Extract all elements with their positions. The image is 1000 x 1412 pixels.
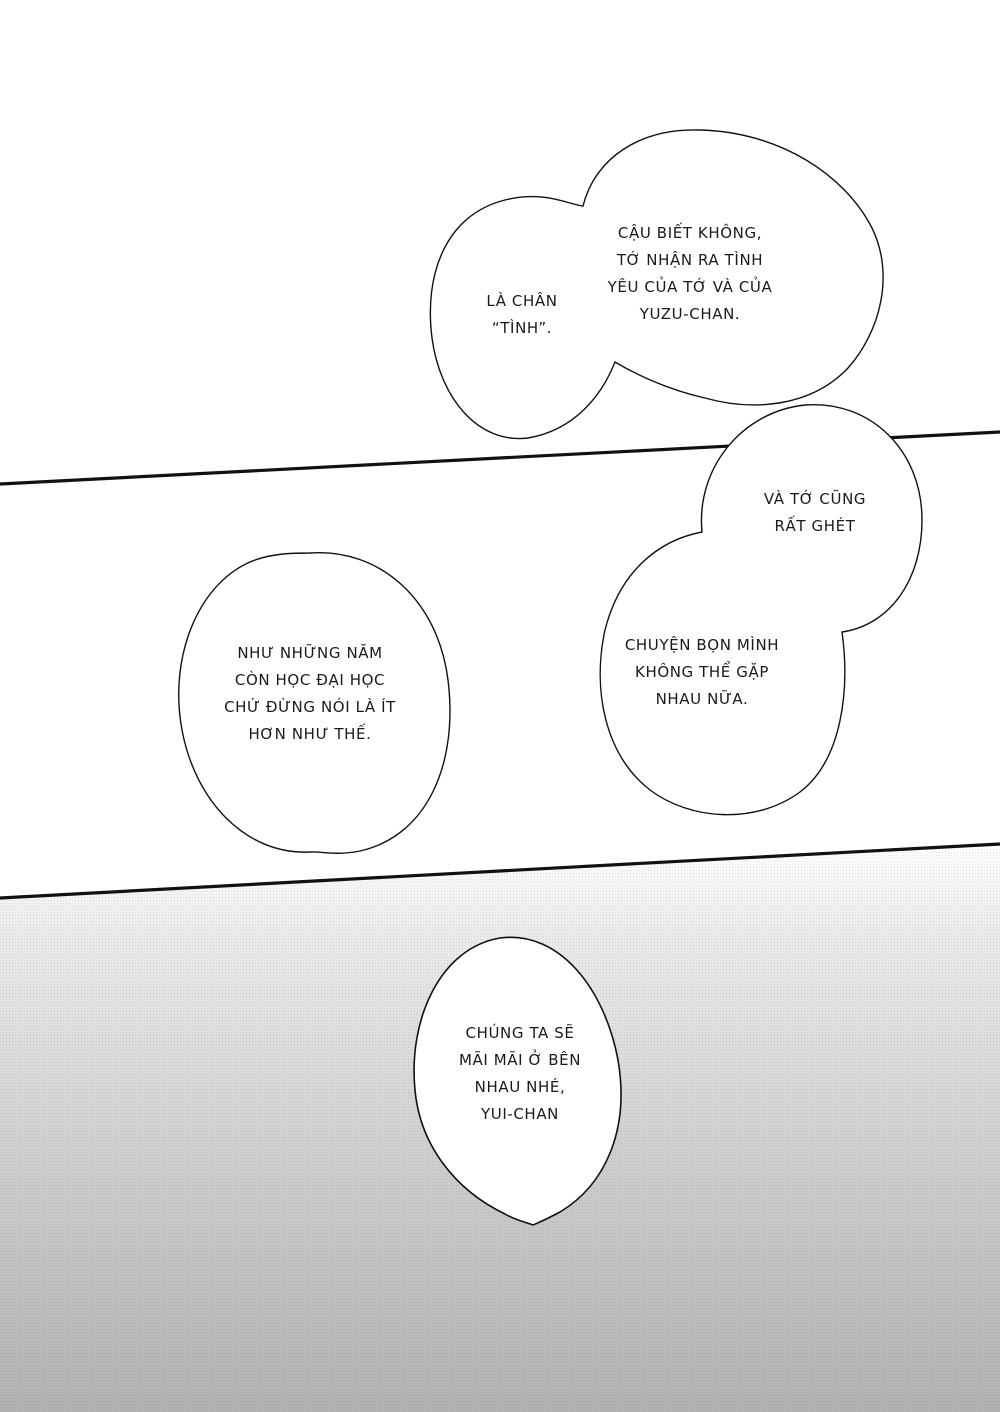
bubble-line: tớ nhận ra tình: [616, 251, 764, 269]
bubble-line: “Tình”.: [491, 319, 553, 337]
bubble-1-outline: [429, 129, 884, 440]
speech-bubble-1b: Cậu biết không, tớ nhận ra tình yêu của …: [600, 220, 780, 328]
bubble-line: Và tớ cũng: [763, 490, 867, 508]
bubble-line: Yuzu-chan.: [639, 305, 741, 323]
bubble-line: yêu của tớ và của: [607, 278, 773, 296]
speech-bubble-2c: Chuyện bọn mình không thể gặp nhau nữa.: [612, 632, 792, 713]
bubble-line: Như những năm: [237, 644, 383, 662]
bubble-2bc-outline: [599, 404, 923, 816]
bubble-line: Chuyện bọn mình: [624, 636, 780, 654]
bubble-line: mãi mãi ở bên: [458, 1051, 582, 1069]
bubble-line: Yui-chan: [480, 1105, 559, 1123]
bubble-line: Cậu biết không,: [617, 224, 763, 242]
bubble-2a-outline: [178, 552, 451, 854]
bubble-3a-outline: [413, 936, 622, 1226]
bubble-line: Chúng ta sẽ: [465, 1024, 575, 1042]
speech-bubble-2b: Và tớ cũng rất ghét: [750, 486, 880, 540]
bubble-line: chứ đừng nói là ít: [224, 698, 396, 716]
bubble-line: nhau nữa.: [655, 690, 749, 708]
bubble-line: rất ghét: [774, 517, 856, 535]
bubble-line: nhau nhé,: [474, 1078, 566, 1096]
bubble-line: không thể gặp: [635, 663, 769, 681]
speech-bubble-3a: Chúng ta sẽ mãi mãi ở bên nhau nhé, Yui-…: [440, 1020, 600, 1128]
speech-bubble-1a: Là chân “Tình”.: [462, 288, 582, 342]
bubble-line: còn học đại học: [234, 671, 386, 689]
speech-bubble-2a: Như những năm còn học đại học chứ đừng n…: [210, 640, 410, 748]
bubble-line: hơn như thế.: [248, 725, 372, 743]
panel-divider-bottom: [0, 842, 1000, 900]
bubble-line: Là chân: [486, 292, 558, 310]
